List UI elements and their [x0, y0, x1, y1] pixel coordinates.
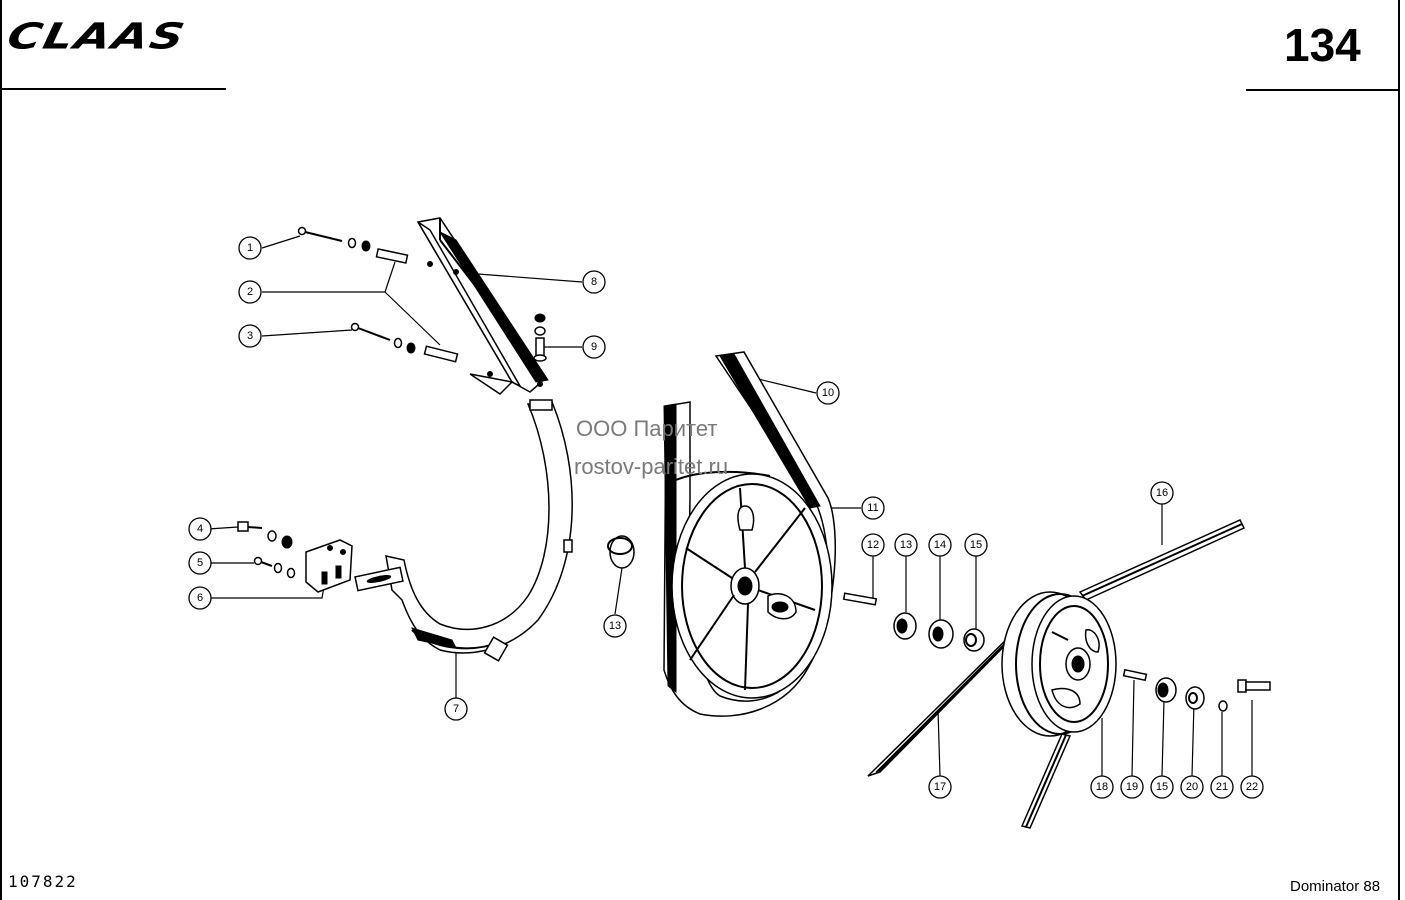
svg-text:20: 20	[1186, 781, 1198, 793]
callout-13-right: 13	[894, 533, 918, 557]
svg-text:7: 7	[453, 703, 459, 715]
svg-text:14: 14	[934, 539, 946, 551]
header-rule-left	[2, 88, 226, 90]
lower-left-fasteners	[237, 521, 353, 593]
callout-15-bottom: 15	[1150, 775, 1174, 799]
svg-text:17: 17	[934, 781, 946, 793]
document-number: 107822	[8, 872, 78, 891]
callout-13-left: 13	[603, 614, 627, 638]
callout-22: 22	[1240, 775, 1264, 799]
callout-12: 12	[861, 533, 885, 557]
svg-text:10: 10	[822, 387, 834, 399]
callout-16: 16	[1150, 481, 1174, 505]
callout-15-top: 15	[964, 533, 988, 557]
small-pulley	[1001, 591, 1117, 737]
svg-text:5: 5	[197, 557, 203, 569]
callout-14: 14	[928, 533, 952, 557]
callout-20: 20	[1180, 775, 1204, 799]
svg-text:6: 6	[197, 592, 203, 604]
svg-text:15: 15	[970, 539, 982, 551]
svg-text:3: 3	[247, 330, 253, 342]
svg-text:9: 9	[591, 341, 597, 353]
second-belt	[867, 519, 1246, 829]
callout-11: 11	[861, 496, 885, 520]
callout-21: 21	[1210, 775, 1234, 799]
header-rule-right	[1246, 89, 1398, 91]
watermark-company: ООО Паритет	[576, 416, 718, 441]
callout-9: 9	[582, 335, 606, 359]
svg-text:13: 13	[900, 539, 912, 551]
svg-text:12: 12	[867, 539, 879, 551]
callouts: 1 2 3 4 5 6 7 8 9 10 11 12 13 13 14 15 1…	[188, 236, 1264, 799]
callout-4: 4	[188, 517, 212, 541]
leader-lines	[207, 235, 1253, 777]
guard-strap	[354, 399, 573, 662]
shaft-parts	[607, 535, 985, 652]
svg-text:22: 22	[1246, 781, 1258, 793]
callout-2: 2	[238, 280, 262, 304]
callout-10: 10	[816, 381, 840, 405]
svg-text:8: 8	[591, 276, 597, 288]
bracket	[416, 217, 549, 395]
callout-5: 5	[188, 551, 212, 575]
svg-text:11: 11	[867, 502, 878, 514]
left-border	[0, 0, 2, 900]
callout-3: 3	[238, 324, 262, 348]
callout-1: 1	[238, 236, 262, 260]
page-number: 134	[1284, 19, 1361, 71]
callout-17: 17	[928, 775, 952, 799]
large-pulley	[671, 473, 833, 699]
svg-text:2: 2	[247, 286, 253, 298]
upper-fasteners	[297, 226, 547, 363]
svg-text:18: 18	[1096, 781, 1108, 793]
model-name: Dominator 88	[1290, 878, 1381, 895]
callout-7: 7	[444, 697, 468, 721]
svg-text:1: 1	[247, 242, 253, 254]
right-border	[1398, 0, 1400, 900]
callout-8: 8	[582, 270, 606, 294]
watermark-website: rostov-paritet.ru	[574, 454, 729, 479]
callout-19: 19	[1120, 775, 1144, 799]
callout-6: 6	[188, 586, 212, 610]
svg-text:4: 4	[197, 523, 203, 535]
svg-text:15: 15	[1156, 781, 1168, 793]
svg-text:16: 16	[1156, 487, 1168, 499]
svg-text:21: 21	[1216, 781, 1228, 793]
right-small-parts	[1122, 668, 1271, 712]
svg-text:13: 13	[609, 620, 621, 632]
callout-18: 18	[1090, 775, 1114, 799]
svg-text:19: 19	[1126, 781, 1138, 793]
